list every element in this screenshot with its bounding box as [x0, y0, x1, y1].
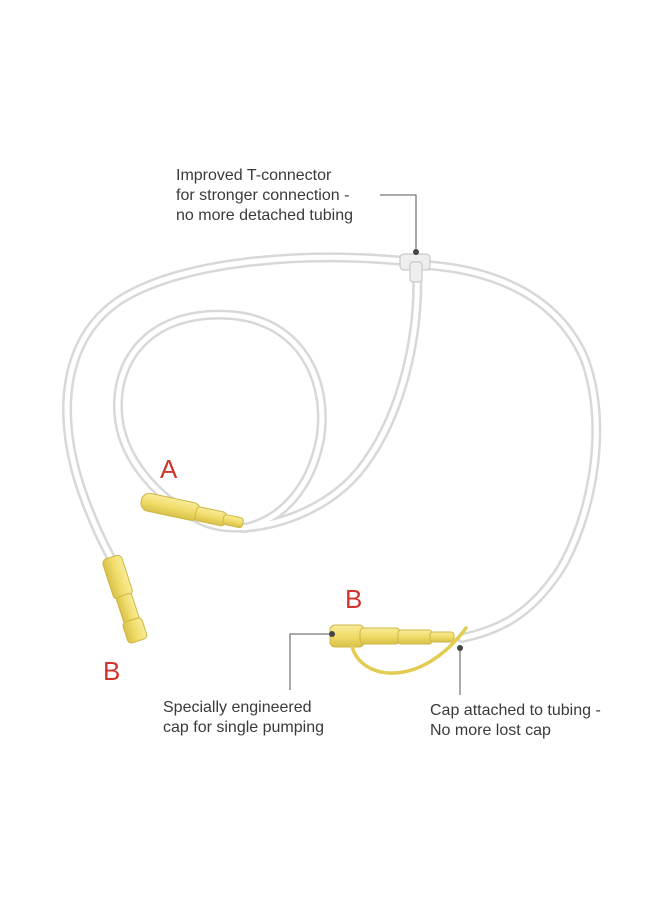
marker-a: A [160, 454, 178, 484]
leader-lines [289, 194, 461, 695]
callout-t-connector-line-3: no more detached tubing [176, 207, 354, 224]
connector-b-right [329, 624, 455, 648]
callout-attached-cap: Cap attached to tubing - No more lost ca… [430, 701, 601, 741]
callout-t-connector-line-2: for stronger connection - [176, 187, 350, 204]
leader-single-cap [289, 633, 332, 690]
tube-right-long [420, 260, 602, 643]
callout-attached-cap-line-1: Cap attached to tubing - [430, 702, 601, 719]
marker-b-right: B [345, 584, 363, 614]
callout-t-connector: Improved T-connector for stronger connec… [176, 166, 353, 226]
callout-single-cap-line-2: cap for single pumping [163, 719, 324, 736]
marker-b-left: B [103, 656, 121, 686]
callout-single-cap: Specially engineered cap for single pump… [163, 698, 324, 738]
leader-dots [329, 249, 463, 651]
leader-t-connector [380, 194, 417, 252]
t-connector [399, 253, 431, 283]
attached-cap-strap [350, 626, 468, 675]
connector-a [140, 492, 244, 529]
connector-b-left [102, 554, 148, 644]
callout-attached-cap-line-2: No more lost cap [430, 722, 551, 739]
tube-loop [112, 263, 423, 533]
tube-left-long [62, 252, 420, 565]
callout-single-cap-line-1: Specially engineered [163, 699, 312, 716]
callout-t-connector-line-1: Improved T-connector [176, 167, 332, 184]
